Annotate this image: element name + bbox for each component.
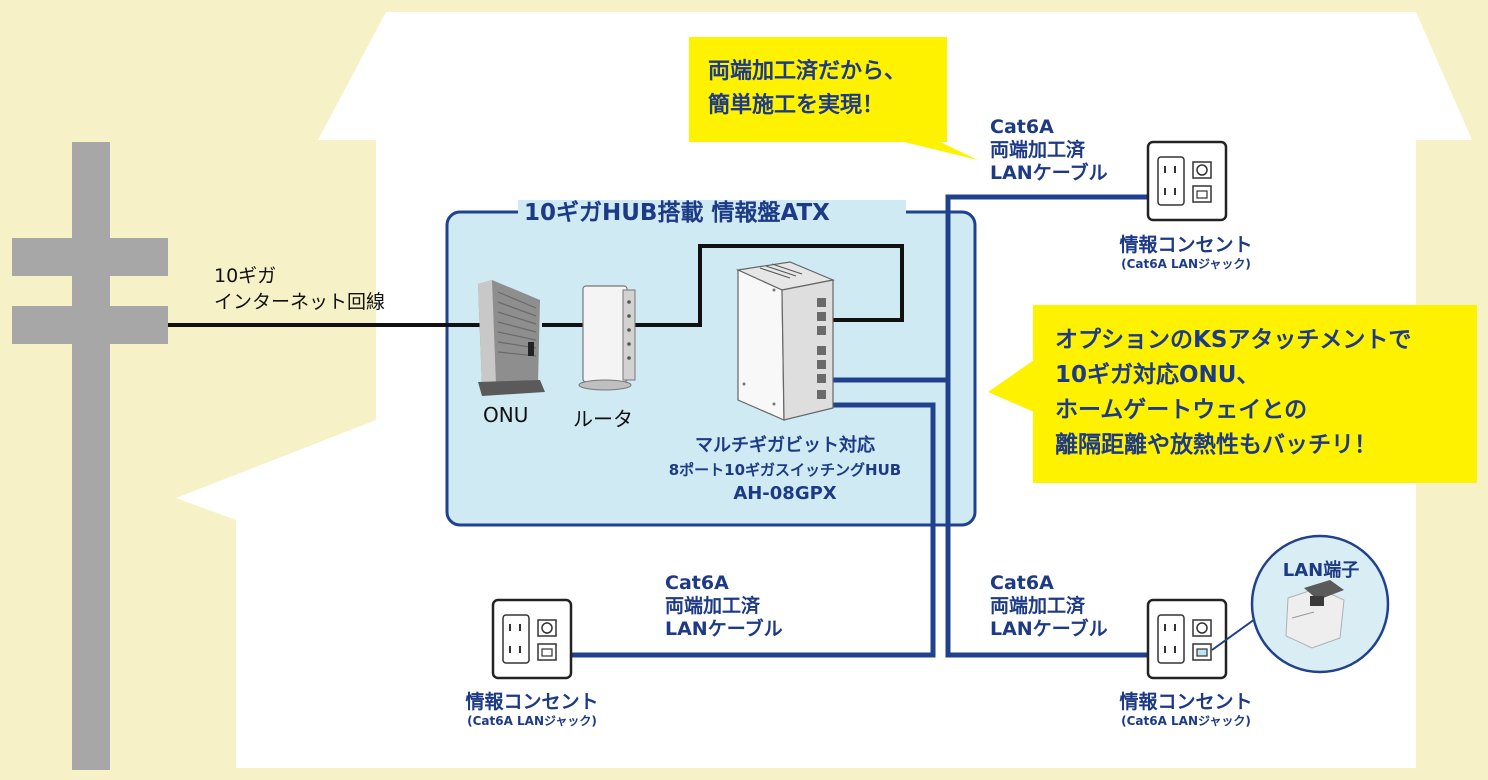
callout-top: 両端加工済だから、 簡単施工を実現！ (708, 55, 906, 123)
cable-label-top-3: LANケーブル (990, 162, 1108, 184)
lan-jack-title: LAN端子 (1282, 560, 1360, 581)
callout-right-line-3: ホームゲートウェイとの (1055, 397, 1308, 423)
atx-title: 10ギガHUB搭載 情報盤ATX (524, 200, 830, 226)
cable-label-right: Cat6A 両端加工済 LANケーブル (990, 572, 1108, 641)
outlet-bottom-right (1146, 598, 1228, 680)
internet-line-label-1: 10ギガ (214, 265, 277, 287)
switch-hub-label-2: 8ポート10ギガスイッチングHUB (668, 461, 902, 479)
outlet-label-bottom-left: 情報コンセント (Cat6A LANジャック) (432, 690, 632, 729)
cable-label-top: Cat6A 両端加工済 LANケーブル (990, 116, 1108, 185)
cable-label-left-2: 両端加工済 (665, 595, 761, 617)
utility-pole (12, 142, 168, 770)
lan-jack-zoom (1211, 534, 1390, 674)
outlet-label-bottom-right: 情報コンセント (Cat6A LANジャック) (1086, 690, 1286, 729)
cable-label-left-1: Cat6A (665, 572, 729, 594)
cable-label-top-1: Cat6A (990, 116, 1054, 138)
onu-device (478, 280, 545, 396)
lan-jack-photo (1285, 580, 1345, 649)
switch-hub-label: マルチギガビット対応 8ポート10ギガスイッチングHUB AH-08GPX (600, 434, 970, 506)
switch-hub-label-3: AH-08GPX (733, 483, 837, 504)
outlet-top-right (1146, 140, 1228, 222)
atx-title-gap (518, 200, 906, 224)
callout-right-shape (988, 305, 1477, 483)
router-label: ルータ (573, 407, 633, 431)
cable-label-left-3: LANケーブル (665, 618, 783, 640)
cable-label-left: Cat6A 両端加工済 LANケーブル (665, 572, 783, 641)
outlet-title-bottom-left: 情報コンセント (465, 691, 599, 713)
outlet-sub-top-right: (Cat6A LANジャック) (1121, 257, 1251, 271)
callout-top-line-1: 両端加工済だから、 (708, 59, 907, 84)
cable-label-right-1: Cat6A (990, 572, 1054, 594)
lan-cables (565, 194, 1148, 658)
cable-label-right-3: LANケーブル (990, 618, 1108, 640)
callout-right-line-4: 離隔距離や放熱性もバッチリ！ (1055, 432, 1377, 458)
cable-label-right-2: 両端加工済 (990, 595, 1086, 617)
outlet-title-bottom-right: 情報コンセント (1119, 691, 1253, 713)
outlet-label-top-right: 情報コンセント (Cat6A LANジャック) (1086, 233, 1286, 272)
callout-top-line-2: 簡単施工を実現！ (708, 93, 885, 118)
callout-right: オプションのKSアタッチメントで 10ギガ対応ONU、 ホームゲートウェイとの … (1055, 323, 1411, 463)
onu-label: ONU (483, 403, 529, 427)
outlet-sub-bottom-left: (Cat6A LANジャック) (467, 714, 597, 728)
outlet-bottom-left (491, 598, 573, 680)
cable-label-top-2: 両端加工済 (990, 139, 1086, 161)
switch-hub-label-1: マルチギガビット対応 (695, 435, 875, 456)
switch-hub-device (735, 261, 836, 421)
internet-line-label: 10ギガ インターネット回線 (214, 263, 385, 315)
internet-line-label-2: インターネット回線 (214, 291, 386, 313)
router-device (578, 285, 636, 391)
callout-top-shape (689, 37, 978, 160)
callout-right-line-2: 10ギガ対応ONU、 (1055, 362, 1260, 388)
outlet-title-top-right: 情報コンセント (1119, 234, 1253, 256)
outlet-sub-bottom-right: (Cat6A LANジャック) (1121, 714, 1251, 728)
callout-right-line-1: オプションのKSアタッチメントで (1055, 327, 1412, 353)
